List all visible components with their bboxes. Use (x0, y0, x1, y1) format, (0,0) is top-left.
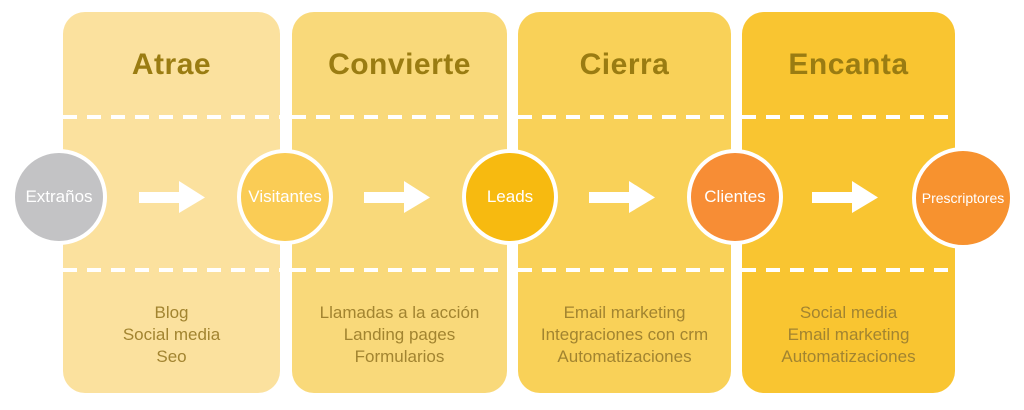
arrow-right-icon (812, 181, 878, 213)
tool-item: Email marketing (787, 325, 910, 344)
funnel-node-label: Prescriptores (921, 190, 1005, 206)
funnel-node-label: Visitantes (248, 187, 322, 206)
tool-item: Email marketing (563, 303, 686, 322)
tool-item: Automatizaciones (557, 347, 692, 366)
funnel-node-label: Clientes (704, 187, 766, 206)
stage-tools-list-convierte: Llamadas a la acción Landing pages Formu… (292, 302, 507, 368)
funnel-node-label: Leads (486, 187, 534, 206)
tool-item: Llamadas a la acción (319, 303, 480, 322)
tool-item: Automatizaciones (781, 347, 916, 366)
funnel-node-extranos: Extraños (11, 149, 107, 245)
tool-item: Landing pages (343, 325, 456, 344)
stage-tools-list-cierra: Email marketing Integraciones con crm Au… (518, 302, 731, 368)
tool-item: Social media (122, 325, 221, 344)
arrow-right-icon (364, 181, 430, 213)
funnel-node-visitantes: Visitantes (237, 149, 333, 245)
dashed-divider-top (292, 115, 507, 119)
funnel-node-prescriptores: Prescriptores (912, 147, 1014, 249)
tool-item: Blog (154, 303, 189, 322)
dashed-divider-bottom (742, 268, 955, 272)
funnel-node-clientes: Clientes (687, 149, 783, 245)
stage-title-atrae: Atrae (131, 48, 212, 81)
tool-item: Integraciones con crm (540, 325, 709, 344)
dashed-divider-top (742, 115, 955, 119)
dashed-divider-bottom (518, 268, 731, 272)
tool-item: Formularios (354, 347, 445, 366)
arrow-right-icon (589, 181, 655, 213)
dashed-divider-bottom (292, 268, 507, 272)
stage-tools-list-encanta: Social media Email marketing Automatizac… (742, 302, 955, 368)
dashed-divider-top (518, 115, 731, 119)
dashed-divider-bottom (63, 268, 280, 272)
funnel-node-leads: Leads (462, 149, 558, 245)
arrow-right-icon (139, 181, 205, 213)
stage-title-encanta: Encanta (788, 48, 909, 81)
tool-item: Seo (156, 347, 187, 366)
funnel-node-label: Extraños (25, 187, 93, 206)
stage-title-convierte: Convierte (328, 48, 471, 81)
tool-item: Social media (799, 303, 898, 322)
stage-title-cierra: Cierra (579, 48, 670, 81)
stage-tools-list-atrae: Blog Social media Seo (63, 302, 280, 368)
dashed-divider-top (63, 115, 280, 119)
